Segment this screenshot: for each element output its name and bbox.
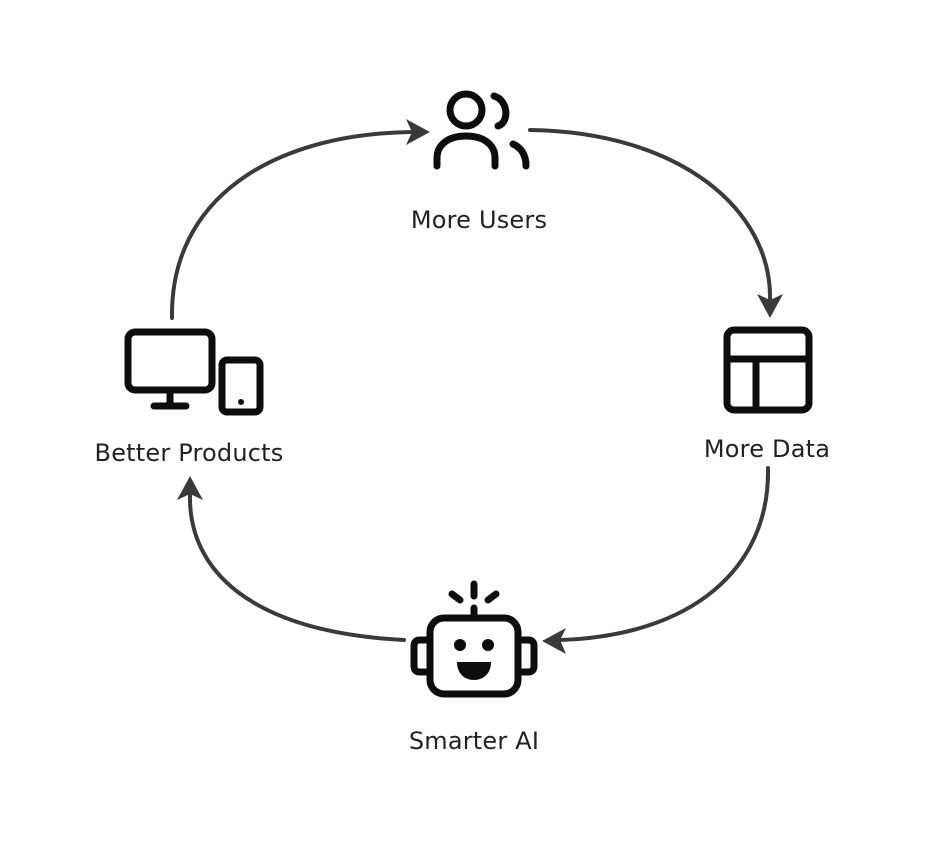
edge-products-to-users: [169, 119, 430, 320]
node-label-smarter-ai: Smarter AI: [408, 727, 540, 755]
node-label-more-data: More Data: [703, 435, 831, 463]
edge-users-to-data: [528, 128, 783, 318]
robot-icon: [410, 580, 538, 698]
users-icon: [433, 90, 530, 170]
node-label-more-users: More Users: [410, 206, 548, 234]
edge-data-to-ai: [542, 466, 771, 654]
node-label-better-products: Better Products: [94, 439, 284, 467]
edge-ai-to-products: [177, 476, 406, 642]
devices-icon: [124, 328, 264, 416]
table-icon: [723, 326, 813, 414]
